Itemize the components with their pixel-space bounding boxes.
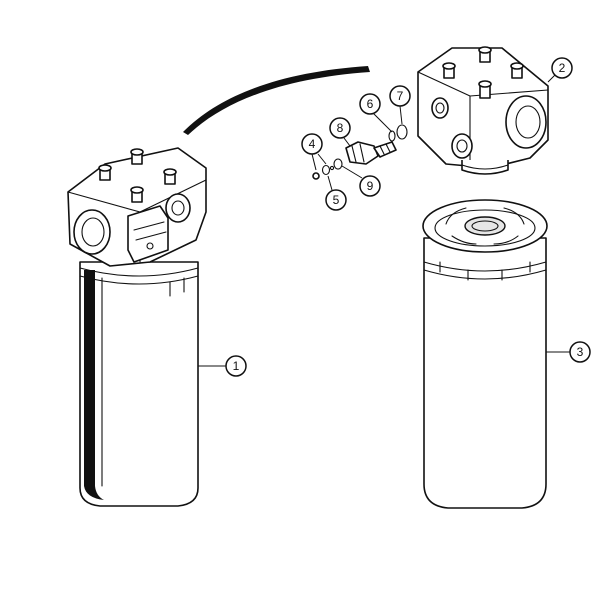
- element-center-thread: [464, 216, 506, 236]
- head-front-port: [451, 133, 473, 159]
- svg-text:4: 4: [309, 137, 316, 151]
- callout-8: 8: [329, 117, 351, 139]
- assembled-canister: [79, 261, 199, 507]
- callout-5: 5: [325, 189, 347, 211]
- valve-parts: [312, 124, 408, 180]
- leader-lines: [198, 71, 570, 367]
- filter-element: [422, 199, 548, 509]
- callout-1: 1: [225, 355, 247, 377]
- part-9-ring: [333, 158, 343, 170]
- svg-text:3: 3: [577, 345, 584, 359]
- svg-text:5: 5: [333, 193, 340, 207]
- head-main-port: [505, 95, 547, 149]
- canister-shadow: [84, 270, 104, 500]
- part-8-valve: [345, 141, 397, 165]
- svg-text:8: 8: [337, 121, 344, 135]
- assembled-right-port: [165, 193, 191, 223]
- assembly-link-curve: [183, 66, 370, 135]
- head-thread: [461, 160, 509, 175]
- part-5-ring: [321, 164, 331, 176]
- callout-3: 3: [569, 341, 591, 363]
- svg-text:2: 2: [559, 61, 566, 75]
- svg-text:6: 6: [367, 97, 374, 111]
- filter-head: [417, 46, 549, 175]
- callout-2: 2: [551, 57, 573, 79]
- part-6-washer: [388, 130, 396, 142]
- part-7-o-ring: [396, 124, 408, 140]
- element-canister: [423, 237, 547, 509]
- callout-6: 6: [359, 93, 381, 115]
- svg-text:1: 1: [233, 359, 240, 373]
- head-valve-port: [431, 97, 449, 119]
- svg-text:9: 9: [367, 179, 374, 193]
- svg-text:7: 7: [397, 89, 404, 103]
- callout-7: 7: [389, 85, 411, 107]
- callout-4: 4: [301, 133, 323, 155]
- head-bolts: [442, 46, 524, 99]
- assembled-valve-body: [127, 205, 169, 263]
- assembled-filter: [67, 147, 207, 507]
- assembled-bolts: [98, 148, 177, 203]
- callout-9: 9: [359, 175, 381, 197]
- assembled-left-port: [73, 209, 111, 255]
- part-4-ball: [312, 172, 320, 180]
